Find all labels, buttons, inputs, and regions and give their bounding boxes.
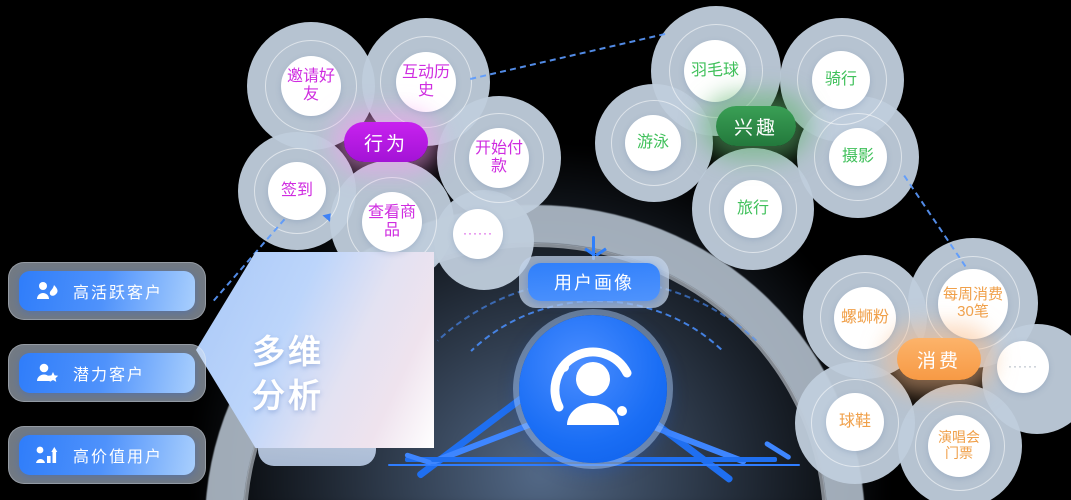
ring-consume-4 — [915, 401, 1005, 491]
arrow-label: 多维 分析 — [252, 333, 324, 414]
ring-interest-5 — [709, 165, 797, 253]
node-consume-more[interactable]: ······ — [997, 341, 1049, 393]
segment-label: 高价值用户 — [73, 449, 164, 466]
node-consume-luosifen[interactable]: 螺蛳粉 — [834, 287, 896, 349]
ring-interest-3 — [611, 100, 697, 186]
segment-button-wrap-0[interactable]: 高活跃客户 — [8, 262, 206, 320]
node-behavior-interaction-history[interactable]: 互动历史 — [396, 52, 456, 112]
node-interest-photography[interactable]: 摄影 — [829, 128, 887, 186]
segment-button-potential[interactable]: 潜力客户 — [19, 353, 195, 393]
ring-behavior-2 — [380, 36, 472, 128]
node-interest-badminton[interactable]: 羽毛球 — [684, 40, 746, 102]
ring-interest-1 — [669, 24, 763, 118]
ring-behavior-1 — [265, 40, 357, 132]
node-behavior-start-payment[interactable]: 开始付款 — [469, 128, 529, 188]
ring-consume-3 — [811, 379, 899, 467]
segment-button-high-value[interactable]: 高价值用户 — [19, 435, 195, 475]
node-interest-travel[interactable]: 旅行 — [724, 180, 782, 238]
segment-button-wrap-1[interactable]: 潜力客户 — [8, 344, 206, 402]
node-behavior-checkin[interactable]: 签到 — [268, 162, 326, 220]
ring-behavior-5 — [454, 113, 544, 203]
user-avatar — [519, 315, 667, 463]
user-flame-icon — [33, 281, 63, 301]
cluster-center-behavior[interactable]: 行为 — [344, 122, 428, 162]
antenna-mast — [592, 236, 595, 260]
node-behavior-view-product[interactable]: 查看商品 — [362, 192, 422, 252]
node-consume-weekly-30[interactable]: 每周消费 30笔 — [938, 269, 1008, 339]
node-behavior-invite-friends[interactable]: 邀请好友 — [281, 56, 341, 116]
segment-button-high-active[interactable]: 高活跃客户 — [19, 271, 195, 311]
node-behavior-more[interactable]: ······ — [453, 209, 503, 259]
ring-consume-1 — [820, 272, 910, 362]
user-chart-icon — [33, 445, 63, 465]
user-star-icon — [33, 363, 63, 383]
avatar-icon — [550, 347, 632, 425]
segment-label: 高活跃客户 — [73, 285, 164, 302]
connector-behavior-interest — [470, 33, 666, 80]
cluster-center-interest[interactable]: 兴趣 — [716, 106, 796, 146]
ring-behavior-3 — [254, 148, 340, 234]
center-user-profile-pill[interactable]: 用户画像 — [528, 263, 660, 301]
node-consume-concert-ticket[interactable]: 演唱会 门票 — [928, 415, 990, 477]
node-interest-cycling[interactable]: 骑行 — [812, 51, 870, 109]
segment-button-wrap-2[interactable]: 高价值用户 — [8, 426, 206, 484]
cluster-center-consumption[interactable]: 消费 — [897, 338, 981, 380]
node-interest-swimming[interactable]: 游泳 — [625, 115, 681, 171]
node-consume-sneakers[interactable]: 球鞋 — [826, 393, 884, 451]
segment-label: 潜力客户 — [73, 367, 146, 384]
ring-interest-4 — [814, 113, 902, 201]
